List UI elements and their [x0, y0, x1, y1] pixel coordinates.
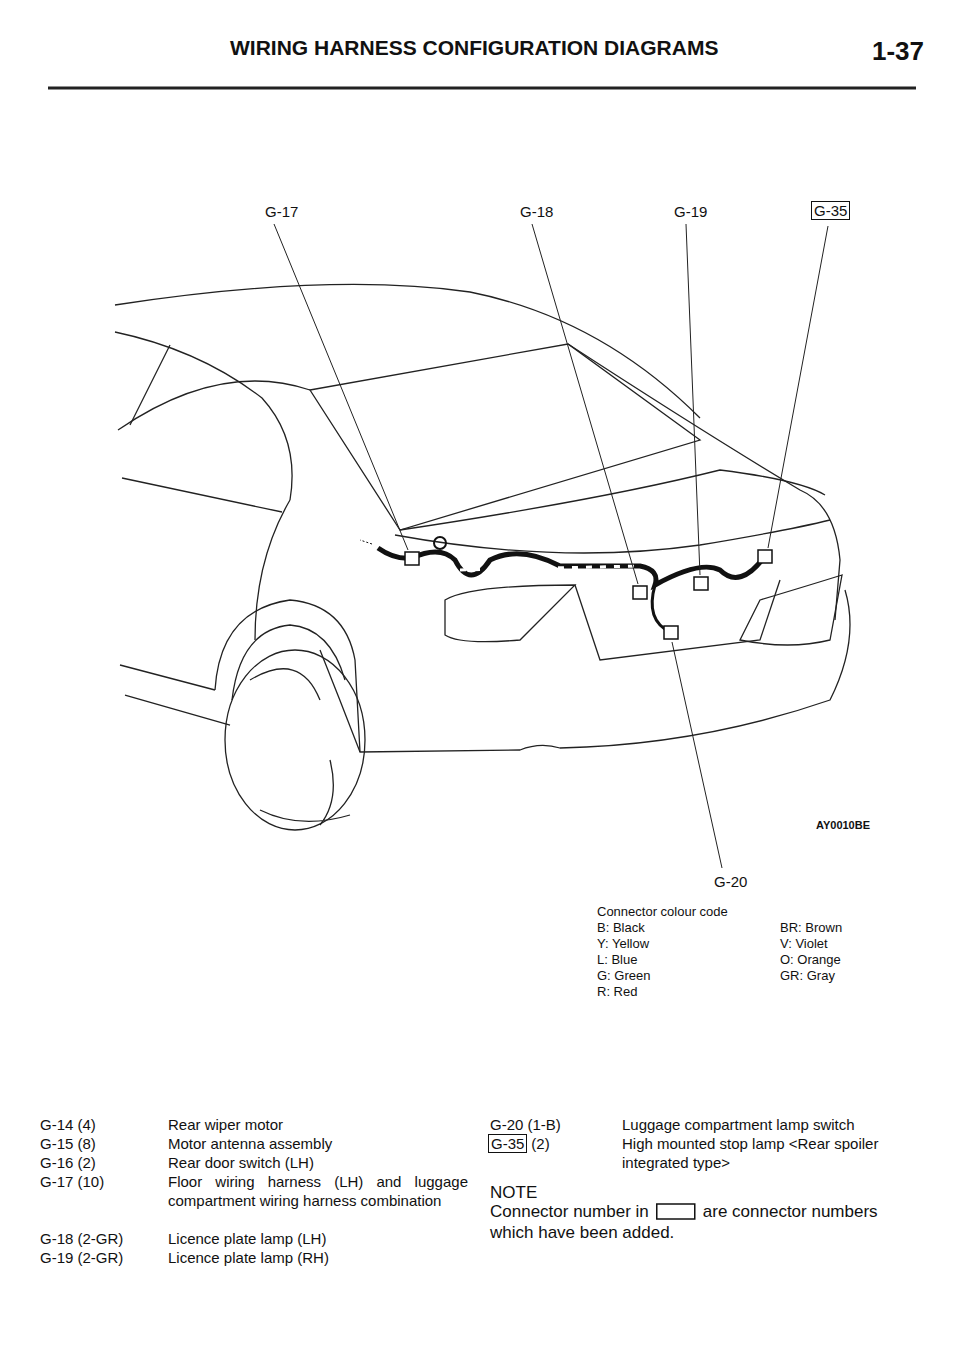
- connector-list-text: Licence plate lamp (LH): [168, 1229, 326, 1248]
- connector-list-text: Rear wiper motor: [168, 1115, 283, 1134]
- connector-list-text: G-18 (2-GR): [40, 1229, 123, 1248]
- note-text: are connector numbers which have been ad…: [490, 1201, 920, 1243]
- connector-list-text: Rear door switch (LH): [168, 1153, 314, 1172]
- empty-box: [657, 1204, 695, 1219]
- added-connector-box: G-35: [811, 201, 850, 220]
- note-text: NOTE: [490, 1182, 537, 1203]
- page-title: WIRING HARNESS CONFIGURATION DIAGRAMS: [230, 38, 718, 57]
- connector-list-text: G-14 (4): [40, 1115, 96, 1134]
- callout-number: G-18: [520, 202, 553, 221]
- connector-list-text: (2): [531, 1134, 549, 1153]
- colour-code: O: Orange: [780, 951, 841, 968]
- colour-code: R: Red: [597, 983, 637, 1000]
- connector-list-text: G-15 (8): [40, 1134, 96, 1153]
- connector-list-text: G-20 (1-B): [490, 1115, 561, 1134]
- connector-list-text: Floor wiring harness (LH) and luggage co…: [168, 1172, 468, 1210]
- connector-list-text: Licence plate lamp (RH): [168, 1248, 329, 1267]
- wiring-harness: [360, 537, 772, 639]
- connector-list-text: G-16 (2): [40, 1153, 96, 1172]
- connector-number: G-35: [491, 1135, 524, 1152]
- added-connector-box: G-35: [488, 1134, 527, 1153]
- page-number: 1-37: [872, 36, 924, 66]
- colour-code: G: Green: [597, 967, 650, 984]
- colour-code: V: Violet: [780, 935, 828, 952]
- connector-number: G-35: [814, 202, 847, 219]
- connector-list-text: G-19 (2-GR): [40, 1248, 123, 1267]
- colour-code: BR: Brown: [780, 919, 842, 936]
- connector-list-text: Motor antenna assembly: [168, 1134, 332, 1153]
- colour-code: L: Blue: [597, 951, 637, 968]
- colour-code: GR: Gray: [780, 967, 835, 984]
- colour-code: Connector colour code: [597, 903, 728, 920]
- connector-list-text: High mounted stop lamp <Rear spoiler int…: [622, 1134, 922, 1172]
- leader-lines: [274, 224, 828, 868]
- note-text: Connector number in: [490, 1201, 649, 1222]
- colour-code: B: Black: [597, 919, 645, 936]
- figure-code: AY0010BE: [816, 818, 870, 833]
- connector-list-text: Luggage compartment lamp switch: [622, 1115, 855, 1134]
- callout-number: G-20: [714, 872, 747, 891]
- car-body: [48, 88, 916, 830]
- colour-code: Y: Yellow: [597, 935, 649, 952]
- callout-number: G-19: [674, 202, 707, 221]
- callout-number: G-17: [265, 202, 298, 221]
- connector-list-text: G-17 (10): [40, 1172, 104, 1191]
